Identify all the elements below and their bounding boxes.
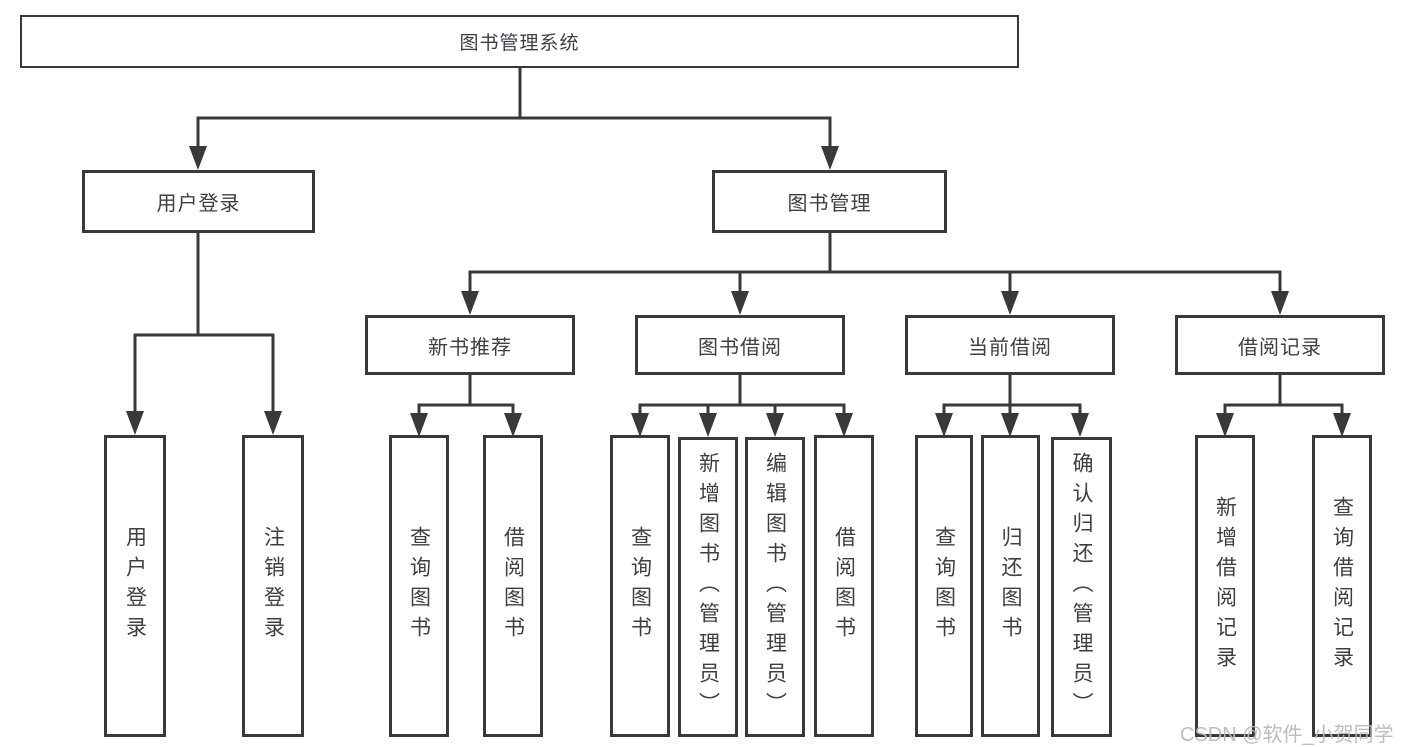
- connector-book-borrowing: [638, 375, 846, 415]
- leaf-return-books: 归还图书: [981, 435, 1040, 737]
- node-new-book-recommend: 新书推荐: [365, 315, 575, 375]
- node-user-login-label: 用户登录: [156, 193, 241, 215]
- leaf-query-books-recommend: 查询图书: [389, 435, 449, 737]
- node-borrow-records-label: 借阅记录: [1238, 336, 1322, 359]
- node-book-borrowing-label: 图书借阅: [698, 336, 782, 359]
- leaf-add-books-admin: 新增图书（管理员）: [678, 437, 738, 737]
- node-root: 图书管理系统: [20, 15, 1019, 68]
- node-new-book-recommend-label: 新书推荐: [428, 336, 512, 359]
- leaf-query-borrow-record-label: 查询借阅记录: [1330, 496, 1354, 676]
- leaf-query-books-recommend-label: 查询图书: [407, 526, 431, 646]
- leaf-query-books-current-label: 查询图书: [932, 526, 956, 646]
- arrowheads: [126, 146, 1351, 437]
- connector-user-login: [133, 233, 275, 415]
- watermark: CSDN @软件_小贺同学: [1180, 724, 1394, 746]
- leaf-query-borrow-record: 查询借阅记录: [1312, 435, 1372, 737]
- node-user-login: 用户登录: [82, 170, 315, 233]
- leaf-add-books-admin-label: 新增图书（管理员）: [696, 452, 720, 722]
- leaf-borrow-books-borrowing: 借阅图书: [814, 435, 874, 737]
- leaf-add-borrow-record: 新增借阅记录: [1195, 435, 1255, 737]
- connector-book-management: [468, 233, 1282, 295]
- node-book-management-label: 图书管理: [787, 193, 872, 215]
- connector-new-book-recommend: [417, 375, 515, 415]
- node-book-management: 图书管理: [712, 170, 947, 233]
- leaf-borrow-books-recommend: 借阅图书: [483, 435, 543, 737]
- leaf-logout: 注销登录: [242, 435, 304, 737]
- node-book-borrowing: 图书借阅: [635, 315, 845, 375]
- leaf-add-borrow-record-label: 新增借阅记录: [1213, 496, 1237, 676]
- leaf-query-books-borrowing-label: 查询图书: [628, 526, 652, 646]
- leaf-borrow-books-recommend-label: 借阅图书: [501, 526, 525, 646]
- leaf-edit-books-admin-label: 编辑图书（管理员）: [763, 452, 787, 722]
- node-root-label: 图书管理系统: [459, 33, 580, 54]
- connector-root: [196, 68, 832, 150]
- leaf-logout-label: 注销登录: [261, 526, 285, 646]
- connector-current-borrowing: [942, 375, 1082, 415]
- leaf-edit-books-admin: 编辑图书（管理员）: [745, 437, 805, 737]
- leaf-borrow-books-borrowing-label: 借阅图书: [832, 526, 856, 646]
- leaf-query-books-borrowing: 查询图书: [610, 435, 670, 737]
- connector-borrow-records: [1223, 375, 1344, 415]
- leaf-user-login-label: 用户登录: [123, 526, 147, 646]
- node-current-borrowing: 当前借阅: [905, 315, 1115, 375]
- node-borrow-records: 借阅记录: [1175, 315, 1385, 375]
- leaf-confirm-return-admin-label: 确认归还（管理员）: [1070, 452, 1093, 722]
- leaf-query-books-current: 查询图书: [915, 435, 973, 737]
- leaf-confirm-return-admin: 确认归还（管理员）: [1051, 437, 1112, 737]
- leaf-return-books-label: 归还图书: [999, 526, 1022, 646]
- leaf-user-login: 用户登录: [104, 435, 166, 737]
- node-current-borrowing-label: 当前借阅: [968, 336, 1052, 359]
